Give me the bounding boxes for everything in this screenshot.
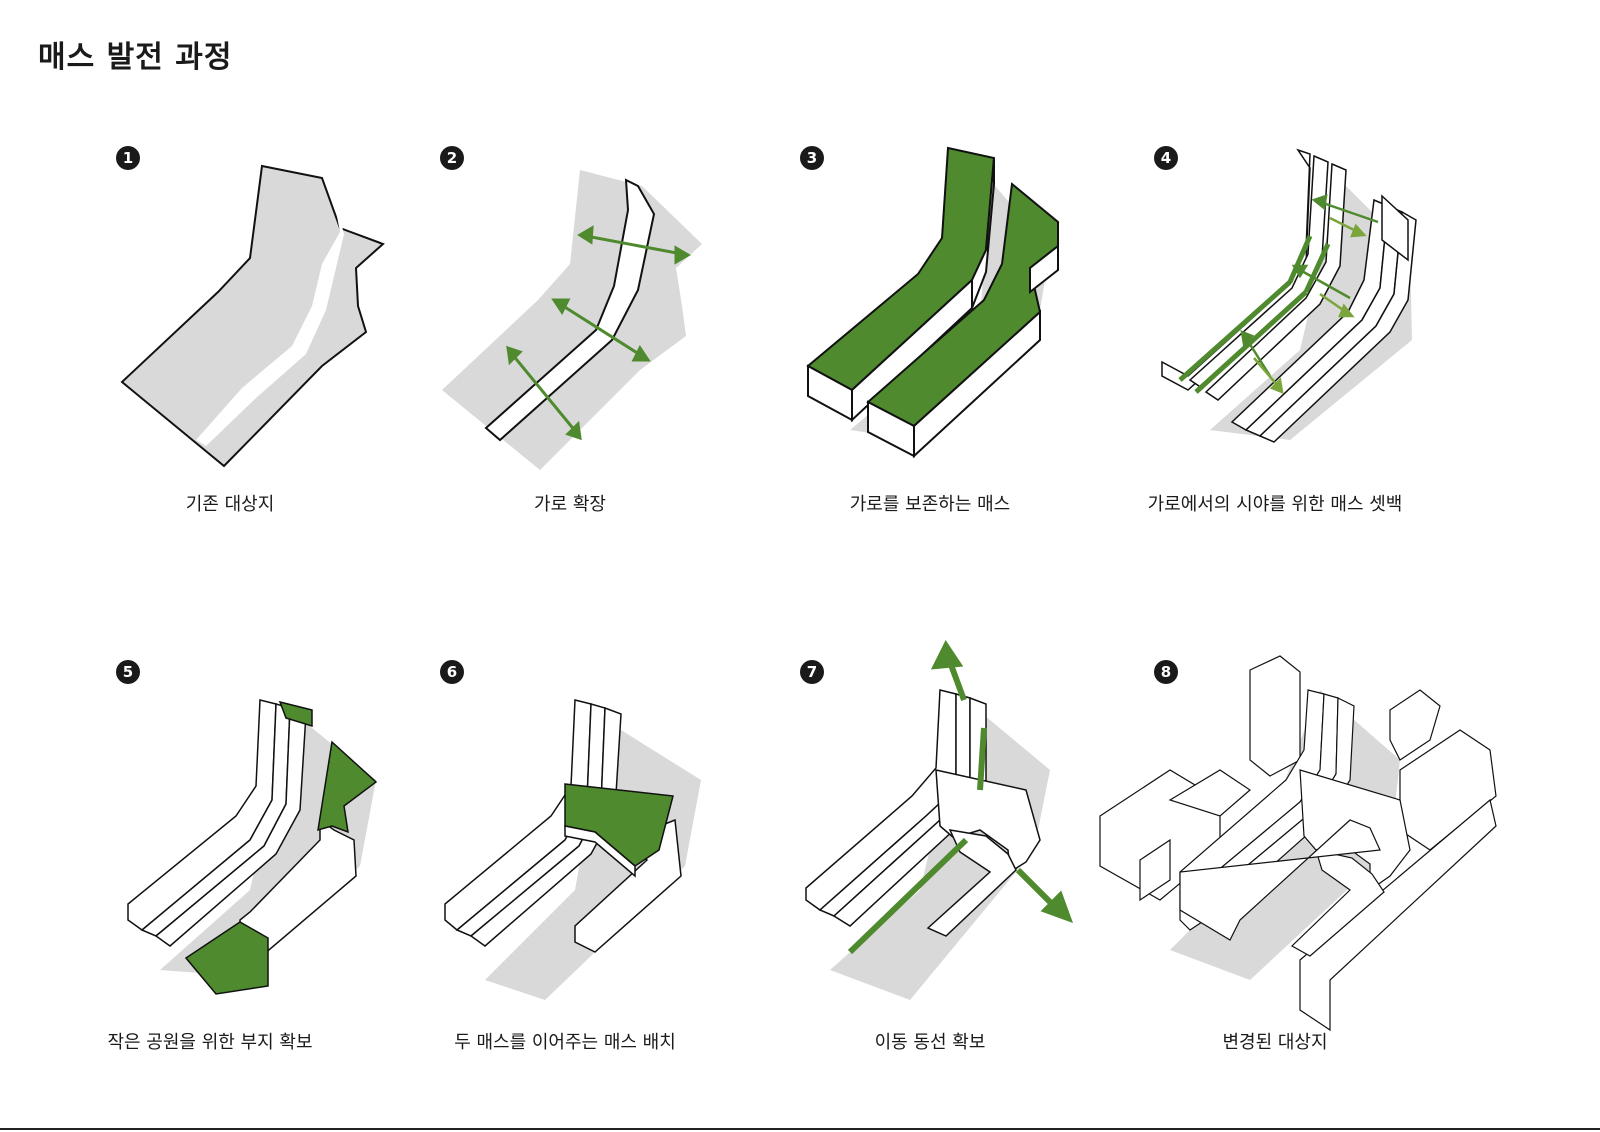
caption-3: 가로를 보존하는 매스 <box>849 494 1011 515</box>
page-title: 매스 발전 과정 <box>38 40 233 75</box>
street-expansion-drawing <box>442 170 702 470</box>
circulation-drawing <box>805 640 1074 1000</box>
step-number-4: 4 <box>1154 146 1178 170</box>
caption-7: 이동 동선 확보 <box>874 1032 986 1053</box>
diagram-step-2 <box>420 140 800 560</box>
step-number-5: 5 <box>116 660 140 684</box>
caption-1: 기존 대상지 <box>185 494 275 515</box>
setback-mass-drawing <box>1161 148 1417 443</box>
step-number-2: 2 <box>440 146 464 170</box>
small-park-site-drawing <box>127 699 378 995</box>
step-number-8: 8 <box>1154 660 1178 684</box>
step-number-3: 3 <box>800 146 824 170</box>
step-number-6: 6 <box>440 660 464 684</box>
bottom-rule <box>0 1128 1600 1130</box>
street-preserving-mass-drawing <box>806 146 1059 459</box>
diagram-step-1 <box>100 140 480 560</box>
caption-8: 변경된 대상지 <box>1222 1032 1328 1053</box>
diagram-step-3 <box>790 140 1170 560</box>
caption-4: 가로에서의 시야를 위한 매스 셋백 <box>1147 494 1403 515</box>
connecting-mass-drawing <box>444 699 701 1000</box>
diagram-step-5 <box>100 690 480 1110</box>
diagram-step-6 <box>425 690 805 1110</box>
caption-6: 두 매스를 이어주는 매스 배치 <box>454 1032 676 1053</box>
diagram-step-8 <box>1099 650 1497 1070</box>
diagram-step-7 <box>790 640 1170 1060</box>
revised-site-drawing <box>1099 655 1497 1032</box>
step-number-1: 1 <box>116 146 140 170</box>
existing-site-drawing <box>120 164 385 468</box>
diagram-step-4 <box>1150 140 1530 560</box>
step-number-7: 7 <box>800 660 824 684</box>
caption-5: 작은 공원을 위한 부지 확보 <box>107 1032 313 1053</box>
caption-2: 가로 확장 <box>534 494 606 515</box>
